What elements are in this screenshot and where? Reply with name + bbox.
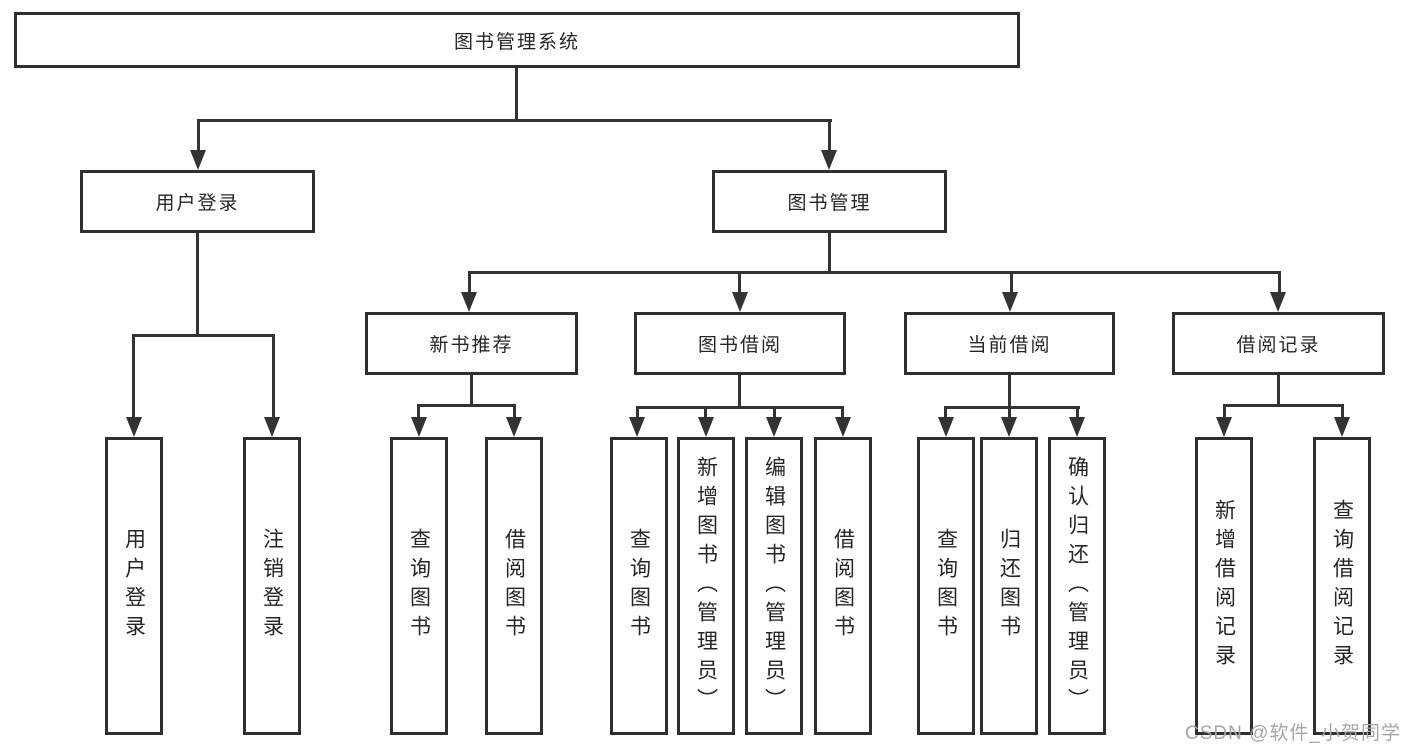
node-label: 图书借阅 xyxy=(697,335,782,356)
csdn-watermark: CSDN @软件_小贺同学 xyxy=(1185,723,1401,744)
arrowhead-new-book xyxy=(461,292,477,312)
node-library-management-system: 图书管理系统 xyxy=(14,12,1020,68)
connector-drop-nb-borrow xyxy=(513,404,516,420)
node-label: 当前借阅 xyxy=(967,335,1052,356)
leaf-return-books: 归还图书 xyxy=(980,437,1038,735)
connector-current-stem xyxy=(1008,375,1011,409)
node-user-login: 用户登录 xyxy=(80,170,315,233)
connector-root-stem xyxy=(515,68,518,121)
leaf-label: 新增图书（管理员） xyxy=(694,455,718,717)
node-label: 借阅记录 xyxy=(1236,335,1321,356)
node-label: 新书推荐 xyxy=(429,335,514,356)
arrowhead-current xyxy=(1002,292,1018,312)
leaf-query-books-recommend: 查询图书 xyxy=(390,437,448,735)
node-book-borrowing: 图书借阅 xyxy=(634,312,846,375)
connector-drop-br-query xyxy=(1341,404,1344,420)
connector-new-book-bar xyxy=(417,404,516,407)
node-label: 用户登录 xyxy=(155,193,240,214)
connector-user-login-bar xyxy=(132,334,275,337)
node-borrowing-records: 借阅记录 xyxy=(1172,312,1385,375)
leaf-query-books-current: 查询图书 xyxy=(917,437,975,735)
connector-drop-cb-return xyxy=(1008,406,1011,420)
arrowhead-bb-edit xyxy=(766,417,782,437)
leaf-query-books-borrowing: 查询图书 xyxy=(610,437,668,735)
connector-drop-cb-confirm xyxy=(1076,406,1079,420)
connector-drop-bb-borrow xyxy=(841,406,844,420)
connector-records-bar xyxy=(1223,404,1344,407)
connector-drop-nb-query xyxy=(417,404,420,420)
node-new-book-recommendation: 新书推荐 xyxy=(365,312,578,375)
leaf-label: 注销登录 xyxy=(260,528,284,644)
node-book-management: 图书管理 xyxy=(712,170,947,233)
leaf-user-login: 用户登录 xyxy=(105,437,163,735)
leaf-label: 确认归还（管理员） xyxy=(1065,455,1089,717)
node-current-borrowing: 当前借阅 xyxy=(904,312,1115,375)
leaf-label: 归还图书 xyxy=(997,528,1021,644)
leaf-label: 查询图书 xyxy=(627,528,651,644)
leaf-add-borrow-record: 新增借阅记录 xyxy=(1195,437,1253,735)
connector-drop-current xyxy=(1010,271,1013,295)
leaf-query-borrow-record: 查询借阅记录 xyxy=(1313,437,1371,735)
leaf-label: 新增借阅记录 xyxy=(1212,499,1236,673)
connector-drop-bb-add xyxy=(704,406,707,420)
arrowhead-br-add xyxy=(1216,417,1232,437)
arrowhead-bb-add xyxy=(698,417,714,437)
leaf-label: 查询图书 xyxy=(934,528,958,644)
arrowhead-br-query xyxy=(1334,417,1350,437)
leaf-logout: 注销登录 xyxy=(243,437,301,735)
connector-records-stem xyxy=(1277,375,1280,407)
connector-current-bar xyxy=(944,406,1080,409)
connector-drop-borrowing xyxy=(738,271,741,295)
arrowhead-nb-query xyxy=(411,417,427,437)
node-label: 图书管理 xyxy=(787,193,872,214)
connector-borrowing-stem xyxy=(738,375,741,409)
connector-drop-records xyxy=(1278,271,1281,295)
connector-drop-bb-query xyxy=(636,406,639,420)
arrowhead-cb-return xyxy=(1001,417,1017,437)
node-label: 图书管理系统 xyxy=(453,31,580,53)
leaf-label: 查询借阅记录 xyxy=(1330,499,1354,673)
leaf-confirm-return-admin: 确认归还（管理员） xyxy=(1048,437,1106,735)
leaf-add-books-admin: 新增图书（管理员） xyxy=(677,437,735,735)
leaf-borrow-books-recommend: 借阅图书 xyxy=(485,437,543,735)
arrowhead-cb-query xyxy=(938,417,954,437)
connector-user-login-stem xyxy=(196,233,199,337)
connector-drop-leaf-logout xyxy=(272,334,275,420)
arrowhead-cb-confirm xyxy=(1069,417,1085,437)
connector-drop-br-add xyxy=(1223,404,1226,420)
arrowhead-bb-borrow xyxy=(835,417,851,437)
connector-book-management-bar xyxy=(468,271,1281,274)
arrowhead-leaf-login xyxy=(126,417,142,437)
arrowhead-records xyxy=(1270,292,1286,312)
leaf-edit-books-admin: 编辑图书（管理员） xyxy=(745,437,803,735)
arrowhead-borrowing xyxy=(732,292,748,312)
arrowhead-book-management xyxy=(821,150,837,170)
connector-drop-user-login xyxy=(197,119,200,153)
connector-new-book-stem xyxy=(470,375,473,407)
leaf-borrow-books: 借阅图书 xyxy=(814,437,872,735)
leaf-label: 借阅图书 xyxy=(831,528,855,644)
connector-drop-bb-edit xyxy=(773,406,776,420)
connector-borrowing-bar xyxy=(636,406,844,409)
leaf-label: 用户登录 xyxy=(122,528,146,644)
connector-drop-leaf-login xyxy=(132,334,135,420)
leaf-label: 借阅图书 xyxy=(502,528,526,644)
connector-drop-new-book xyxy=(468,271,471,295)
leaf-label: 查询图书 xyxy=(407,528,431,644)
arrowhead-user-login xyxy=(190,150,206,170)
leaf-label: 编辑图书（管理员） xyxy=(762,455,786,717)
connector-drop-book-management xyxy=(828,119,831,153)
arrowhead-bb-query xyxy=(629,417,645,437)
connector-drop-cb-query xyxy=(944,406,947,420)
arrowhead-nb-borrow xyxy=(506,417,522,437)
arrowhead-leaf-logout xyxy=(264,417,280,437)
connector-root-bar xyxy=(197,119,832,122)
connector-book-management-stem xyxy=(828,233,831,274)
